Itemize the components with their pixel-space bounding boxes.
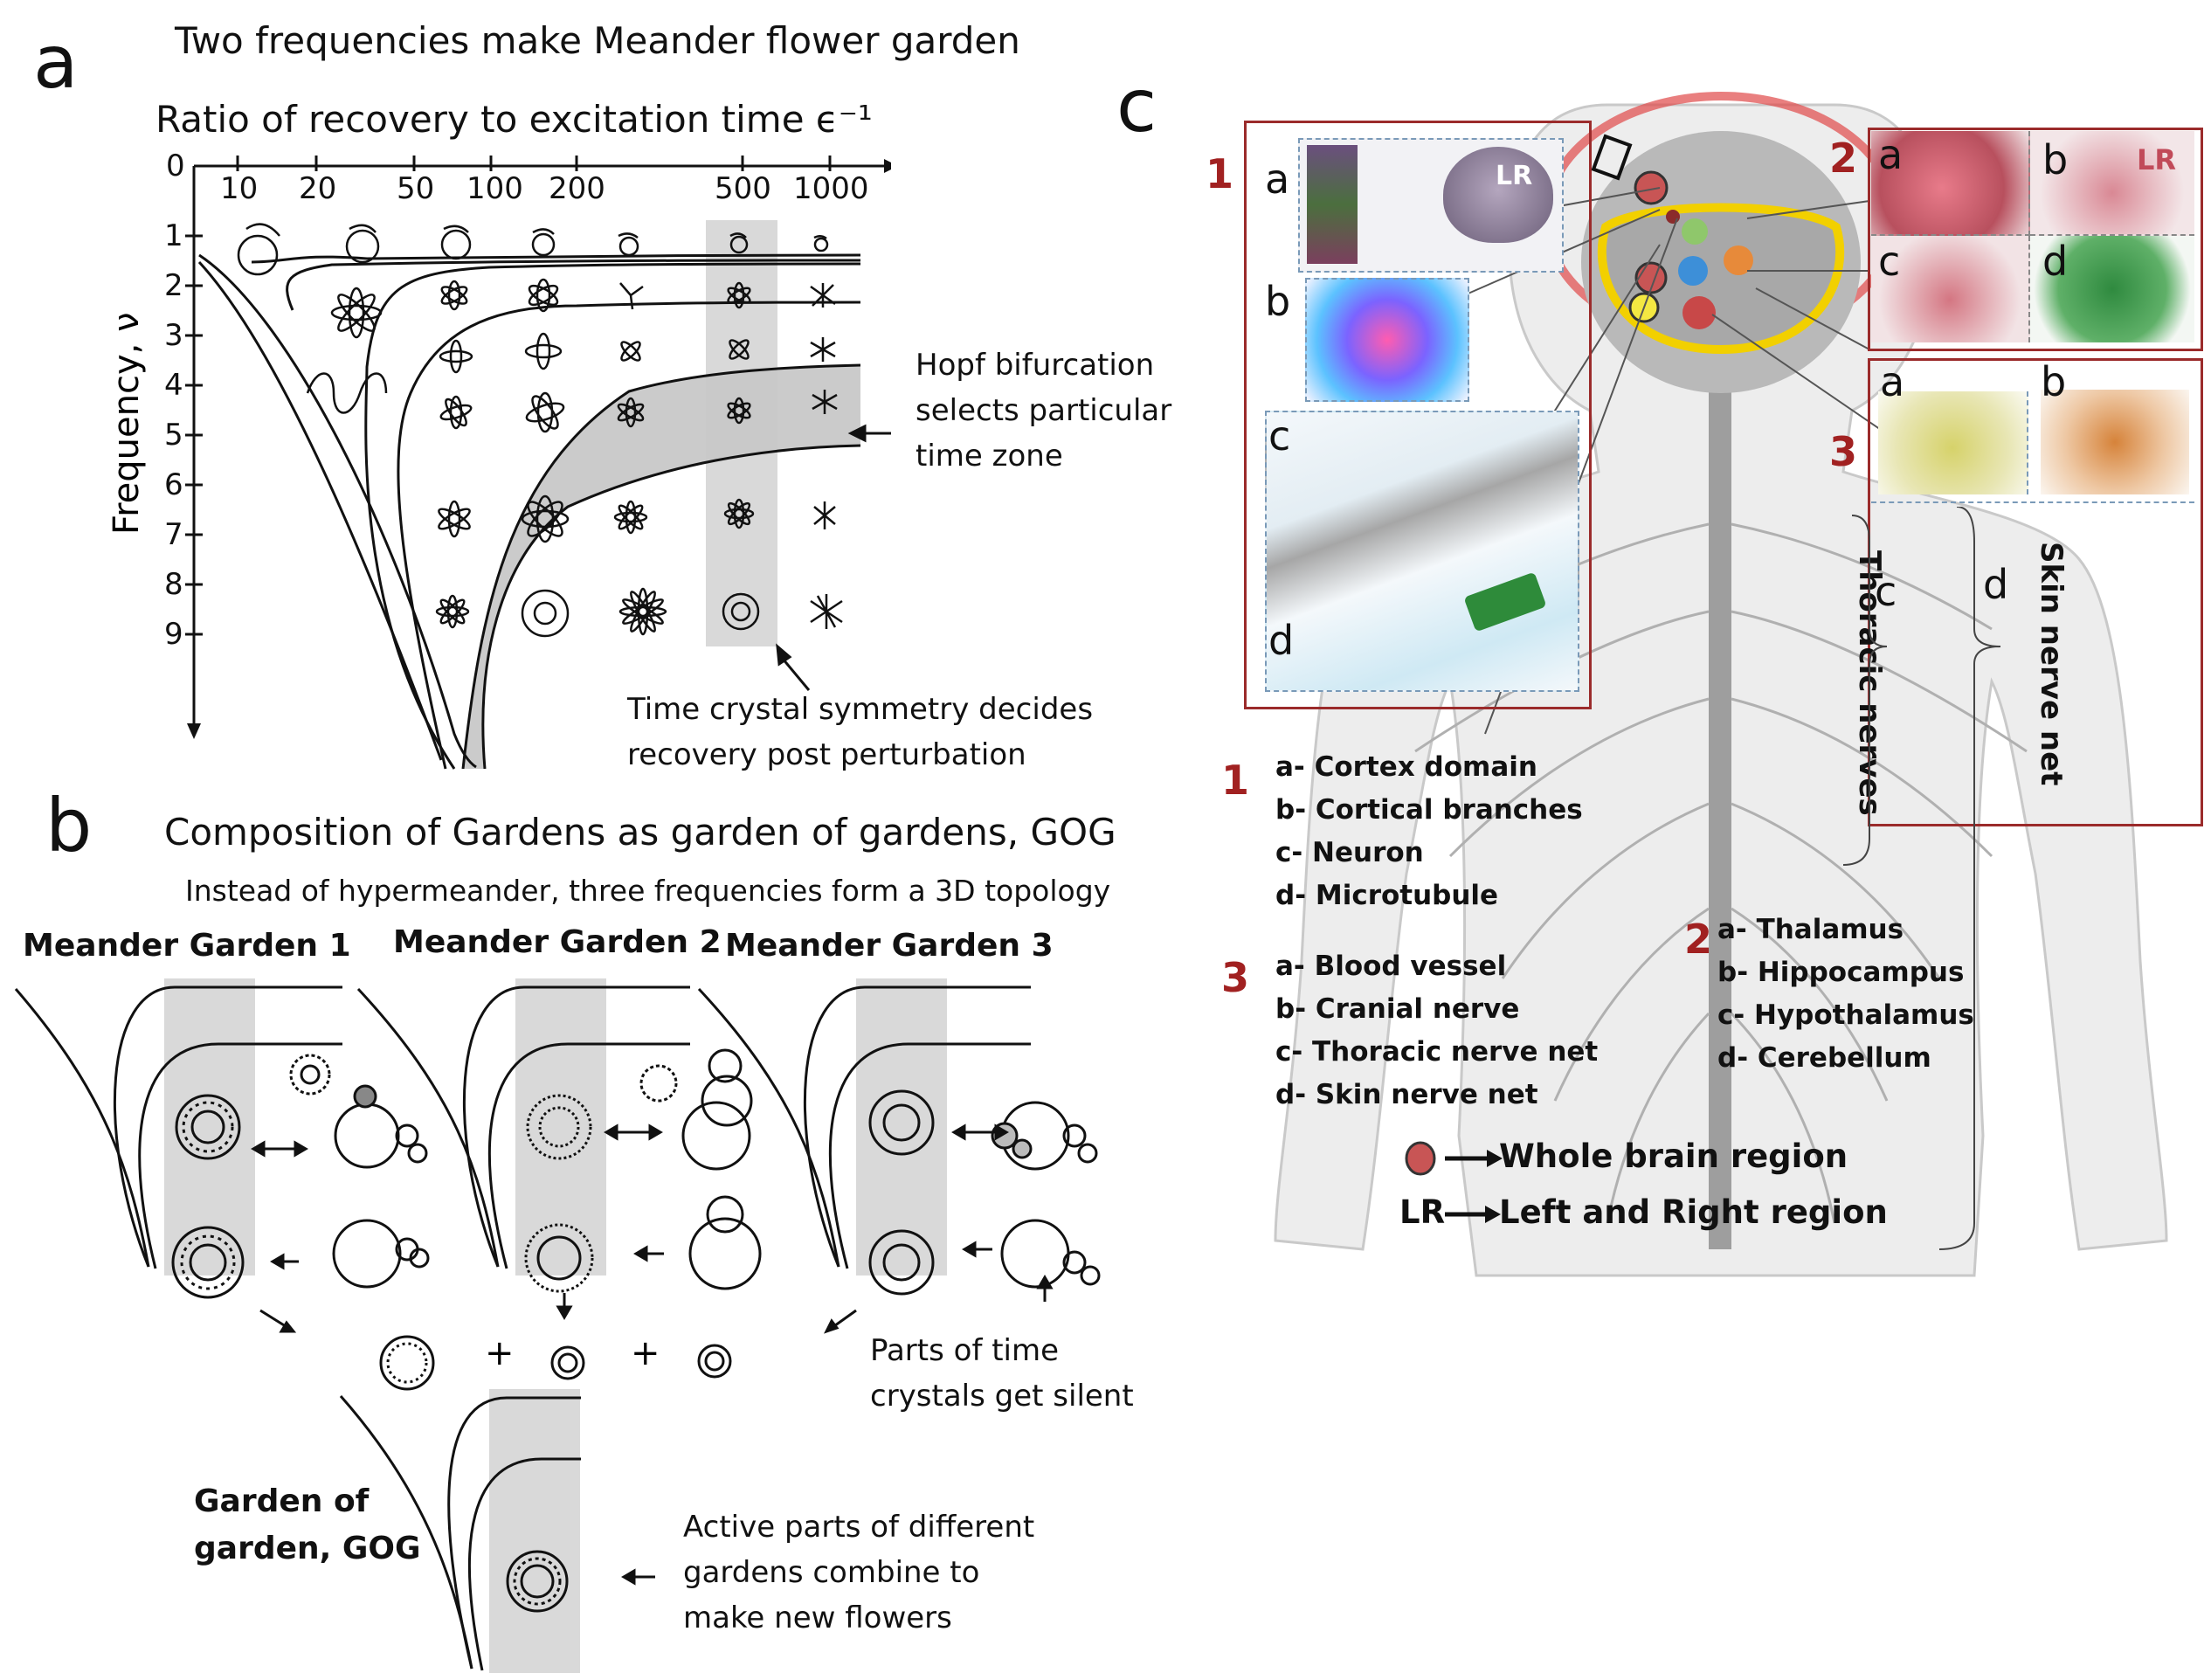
cerebellum-image (2030, 236, 2194, 342)
y-tick-7: 7 (164, 517, 183, 552)
box-3-divider (1871, 501, 2194, 503)
y-tick-6: 6 (164, 467, 183, 502)
panel-b-letter: b (45, 783, 93, 868)
y-tick-2: 2 (164, 268, 183, 303)
y-tick-4: 4 (164, 368, 183, 403)
box-1-label-a: a (1265, 156, 1290, 203)
boundary-curve-8 (481, 444, 861, 770)
garden-title-2: Meander Garden 2 (393, 924, 722, 960)
garden-title-1: Meander Garden 1 (23, 928, 351, 964)
box-2-label-b: b (2042, 136, 2069, 183)
legend-1-number: 1 (1221, 757, 1250, 804)
combine-annotation: Active parts of different gardens combin… (683, 1510, 1035, 1635)
hippocampus-image (2030, 131, 2194, 236)
lr-tag-hippocampus: LR (2137, 143, 2177, 176)
box-2-number: 2 (1829, 135, 1858, 182)
y-tick-9: 9 (164, 617, 183, 652)
boundary-curve-4 (286, 259, 861, 311)
legend-2-list: a- Thalamus b- Hippocampus c- Hypothalam… (1717, 914, 1974, 1074)
box-2-label-d: d (2042, 238, 2069, 285)
panel-a-title: Two frequencies make Meander flower gard… (175, 19, 1020, 62)
hopf-annotation: Hopf bifurcation selects particular time… (915, 348, 1172, 474)
garden-title-3: Meander Garden 3 (725, 928, 1054, 964)
box-1-number: 1 (1206, 150, 1234, 197)
box-1-label-d: d (1268, 617, 1295, 664)
lr-tag-brain: LR (1496, 161, 1533, 191)
y-tick-3: 3 (164, 318, 183, 353)
y-tick-5: 5 (164, 418, 183, 453)
box-2 (1868, 128, 2203, 351)
panel-b-diagram: + + (14, 978, 1101, 1673)
panel-a-diagram: Frequency, ν (107, 156, 891, 770)
whole-brain-key-text: Whole brain region (1499, 1137, 1848, 1175)
boundary-curve-1 (198, 253, 477, 769)
plus-2: + (631, 1333, 660, 1373)
boundary-curve-7 (461, 363, 861, 770)
crystal-annotation: Time crystal symmetry decides recovery p… (627, 692, 1094, 772)
cranial-nerve-image (2041, 390, 2189, 494)
whole-brain-key-symbol (1405, 1141, 1503, 1176)
lr-key-symbol: LR (1399, 1193, 1446, 1231)
x-axis-title: Ratio of recovery to excitation time ϵ⁻¹ (155, 98, 873, 141)
side-label-d: d (1983, 561, 2009, 608)
x-tick-50: 50 (397, 171, 435, 206)
y-axis-title: Frequency, ν (107, 313, 147, 535)
side-label-c: c (1875, 568, 1897, 615)
y-tick-8: 8 (164, 567, 183, 602)
box-2-label-c: c (1878, 238, 1901, 285)
box-1-label-b: b (1265, 278, 1291, 325)
x-tick-10: 10 (220, 171, 259, 206)
x-tick-500: 500 (715, 171, 771, 206)
box-1 (1244, 121, 1592, 709)
boundary-curve-2 (197, 260, 443, 761)
boundary-curve-5 (364, 262, 861, 770)
brain-3d (1443, 147, 1553, 243)
legend-3-number: 3 (1221, 954, 1250, 1001)
panel-b-title: Composition of Gardens as garden of gard… (164, 811, 1116, 854)
legend-1-list: a- Cortex domain b- Cortical branches c-… (1275, 751, 1583, 911)
x-tick-20: 20 (299, 171, 337, 206)
cortex-tissue (1307, 145, 1358, 264)
x-tick-1000: 1000 (793, 171, 869, 206)
box-1-label-c: c (1268, 412, 1291, 460)
x-axis-zero: 0 (166, 149, 185, 183)
box-3-label-a: a (1880, 358, 1905, 405)
box-3-number: 3 (1829, 428, 1858, 475)
x-tick-100: 100 (466, 171, 523, 206)
panel-c-letter: c (1116, 63, 1157, 149)
y-tick-1: 1 (164, 218, 183, 253)
plus-1: + (485, 1333, 515, 1373)
lr-key-text: Left and Right region (1499, 1193, 1888, 1231)
panel-b-subtitle: Instead of hypermeander, three frequenci… (185, 874, 1111, 908)
x-tick-200: 200 (549, 171, 605, 206)
hopf-band (463, 365, 860, 769)
legend-3-list: a- Blood vessel b- Cranial nerve c- Thor… (1275, 951, 1599, 1110)
silent-annotation: Parts of time crystals get silent (870, 1333, 1134, 1414)
cortical-branches-image (1305, 278, 1469, 402)
box-2-label-a: a (1878, 131, 1904, 178)
body-figure (1274, 92, 2168, 1277)
blood-vessel-image (1878, 391, 2028, 494)
lr-key-arrow (1445, 1206, 1501, 1223)
box-3-label-b: b (2041, 358, 2067, 405)
thalamus-image (1871, 131, 2030, 236)
brackets (1842, 507, 2001, 1250)
legend-2-number: 2 (1684, 916, 1713, 963)
neuron-image (1265, 411, 1579, 692)
panel-a-letter: a (33, 19, 79, 105)
gog-label: Garden of garden, GOG (194, 1483, 421, 1566)
hypothalamus-image (1871, 236, 2030, 342)
